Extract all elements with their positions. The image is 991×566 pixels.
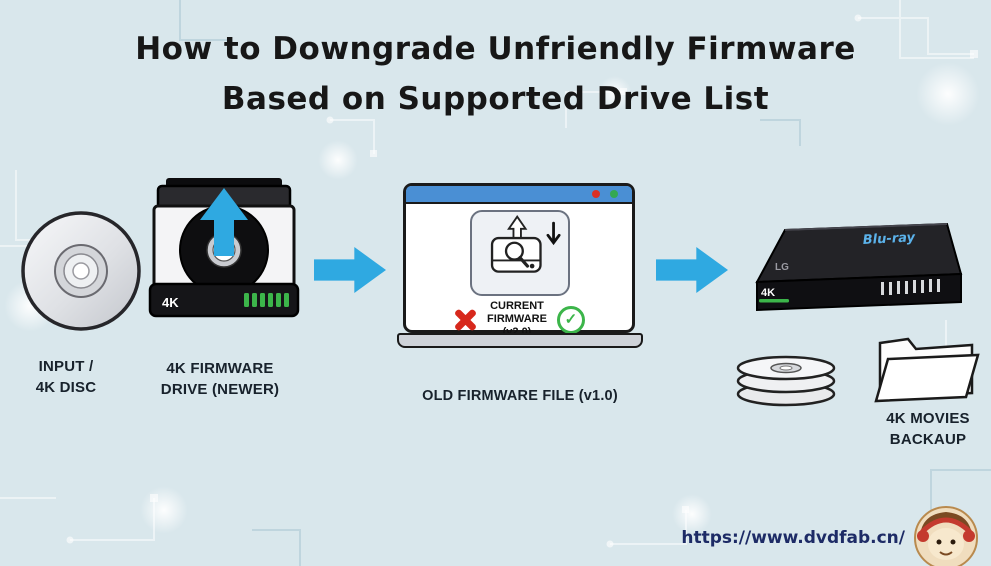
input-disc-label: INPUT / 4K DISC [6,356,126,398]
backup-label: 4K MOVIES BACKAUP [858,408,991,450]
window-base-bar [397,333,643,348]
glow-dot [318,140,358,180]
firmware-drive-illustration: 4K [148,178,300,318]
success-check-icon: ✓ [556,305,585,334]
error-x-icon [453,308,477,332]
title-line-1: How to Downgrade Unfriendly Firmware [135,31,856,67]
page-title: How to Downgrade Unfriendly Firmware Bas… [0,24,991,124]
backup-folder-icon [874,337,980,403]
input-disc-label-line1: INPUT / [38,358,94,375]
flow-arrow-2 [656,247,728,293]
firmware-drive-label-line1: 4K FIRMWARE [166,360,274,377]
download-down-arrow-icon [546,221,561,246]
eject-up-arrow-icon [200,188,248,256]
magnifier-icon [504,241,524,261]
cd-disc-icon [21,211,141,331]
bluray-logo-text: Blu-ray [862,230,916,248]
player-vents [881,279,940,295]
title-line-2: Based on Supported Drive List [221,81,770,117]
player-maker-text: LG [775,262,789,273]
flow-arrow-1 [314,247,386,293]
glow-dot [140,486,188,534]
firmware-drive-label: 4K FIRMWARE DRIVE (NEWER) [140,358,300,400]
dvdfab-mascot-logo [914,506,978,566]
drive-4k-badge: 4K [162,295,179,310]
window-title-bar [406,186,632,204]
window-ok-dot-icon [610,190,618,198]
status-line-1: CURRENT [490,300,544,312]
status-line-2: FIRMWARE [487,313,547,326]
backup-label-line1: 4K MOVIES [886,410,970,427]
player-led-indicator [759,299,789,303]
backup-label-line2: BACKAUP [889,431,967,448]
input-disc-label-line2: 4K DISC [35,379,97,396]
website-url[interactable]: https://www.dvdfab.cn/ [681,528,905,548]
old-firmware-caption: OLD FIRMWARE FILE (v1.0) [422,388,618,404]
firmware-update-window: CURRENT FIRMWARE (v2.0) ✓ [403,183,635,338]
bluray-player-illustration: Blu-ray LG 4K [755,222,963,312]
firmware-icon-box [470,210,570,296]
drive-led-indicator [244,293,289,307]
firmware-drive-search-icon [490,215,561,273]
window-close-dot-icon [592,190,600,198]
player-4k-badge: 4K [761,287,775,299]
firmware-drive-label-line2: DRIVE (NEWER) [160,381,280,398]
disc-stack-icon [736,355,836,407]
